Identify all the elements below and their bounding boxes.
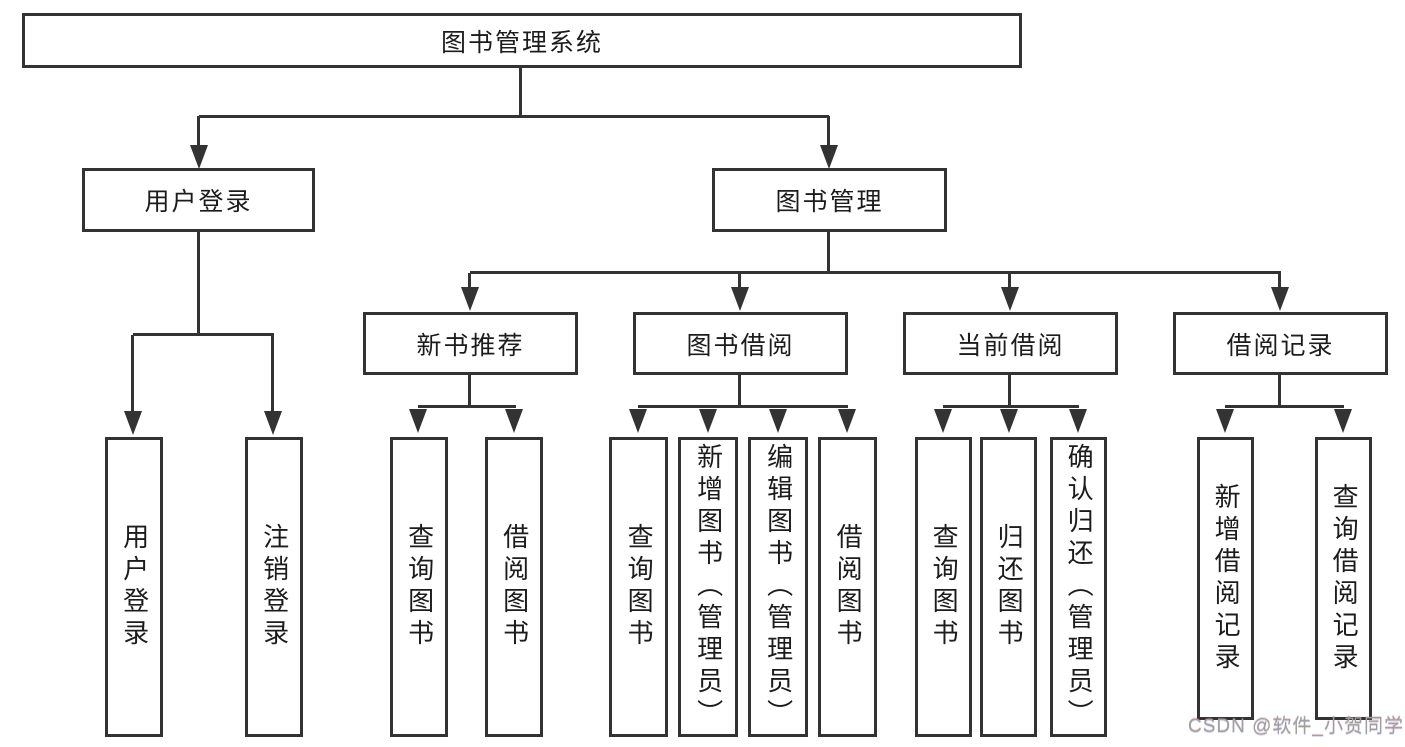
node-current-borrow-label: 当前借阅 [956,331,1065,360]
node-new-book-recommend-label: 新书推荐 [416,331,525,360]
leaf-add-book-admin: 新增图书（管理员） [678,437,738,737]
arrowhead-icon [461,287,479,311]
connector-line [1008,375,1011,407]
leaf-query-borrow-record-label: 查询借阅记录 [1329,482,1360,675]
connector-line [468,375,471,407]
node-book-borrow: 图书借阅 [633,312,848,375]
leaf-add-book-admin-label: 新增图书（管理员） [693,443,724,731]
leaf-borrow-book-1-label: 借阅图书 [499,523,530,651]
arrowhead-icon [699,409,717,433]
node-user-login-label: 用户登录 [144,188,253,216]
connector-line [943,405,1079,408]
connector-line [199,115,829,118]
node-user-login: 用户登录 [82,168,315,232]
csdn-watermark: CSDN @软件_小贺同学 [1188,716,1404,737]
leaf-query-book-1: 查询图书 [390,437,448,737]
leaf-borrow-book-2-label: 借阅图书 [833,523,864,651]
node-root: 图书管理系统 [22,13,1022,68]
leaf-query-book-1-label: 查询图书 [404,523,435,651]
leaf-user-login-label: 用户登录 [119,523,150,651]
leaf-borrow-book-1: 借阅图书 [485,437,543,737]
connector-line [197,232,200,335]
connector-line [131,335,134,412]
leaf-confirm-return-admin-label: 确认归还（管理员） [1064,443,1095,731]
node-current-borrow: 当前借阅 [903,312,1118,375]
arrowhead-icon [190,145,208,169]
connector-line [1278,273,1281,288]
leaf-edit-book-admin-label: 编辑图书（管理员） [763,443,794,731]
connector-line [827,116,830,147]
arrowhead-icon [409,409,427,433]
leaf-return-book-label: 归还图书 [994,523,1025,651]
arrowhead-icon [124,411,142,435]
arrowhead-icon [838,409,856,433]
arrowhead-icon [1334,409,1352,433]
arrowhead-icon [1271,287,1289,311]
connector-line [418,405,516,408]
node-book-management: 图书管理 [712,168,947,232]
arrowhead-icon [769,409,787,433]
connector-line [638,405,848,408]
connector-line [827,232,830,273]
connector-line [1225,405,1344,408]
connector-line [197,116,200,147]
node-root-label: 图书管理系统 [440,28,603,57]
node-borrow-record-label: 借阅记录 [1226,331,1335,360]
leaf-query-borrow-record: 查询借阅记录 [1315,437,1372,720]
arrowhead-icon [1001,287,1019,311]
arrowhead-icon [934,409,952,433]
connector-line [519,68,522,116]
arrowhead-icon [505,409,523,433]
node-book-management-label: 图书管理 [775,188,884,216]
connector-line [133,333,274,336]
leaf-query-book-3-label: 查询图书 [929,523,960,651]
arrowhead-icon [264,411,282,435]
connector-line [738,375,741,407]
leaf-query-book-2: 查询图书 [609,437,668,737]
leaf-return-book: 归还图书 [980,437,1037,737]
arrowhead-icon [820,145,838,169]
connector-line [468,273,471,288]
arrowhead-icon [731,287,749,311]
leaf-query-book-2-label: 查询图书 [624,523,655,651]
node-book-borrow-label: 图书借阅 [686,331,795,360]
node-new-book-recommend: 新书推荐 [363,312,578,375]
arrowhead-icon [1216,409,1234,433]
leaf-borrow-book-2: 借阅图书 [818,437,877,737]
connector-line [470,271,1281,274]
connector-line [738,273,741,288]
arrowhead-icon [629,409,647,433]
leaf-logout: 注销登录 [245,437,303,737]
connector-line [1008,273,1011,288]
leaf-add-borrow-record-label: 新增借阅记录 [1211,482,1242,675]
arrowhead-icon [1000,409,1018,433]
leaf-add-borrow-record: 新增借阅记录 [1197,437,1254,720]
arrowhead-icon [1069,409,1087,433]
leaf-query-book-3: 查询图书 [915,437,972,737]
leaf-edit-book-admin: 编辑图书（管理员） [748,437,808,737]
connector-line [1278,375,1281,407]
connector-line [271,335,274,412]
node-borrow-record: 借阅记录 [1173,312,1388,375]
leaf-user-login: 用户登录 [105,437,163,737]
leaf-logout-label: 注销登录 [259,523,290,651]
leaf-confirm-return-admin: 确认归还（管理员） [1050,437,1107,737]
